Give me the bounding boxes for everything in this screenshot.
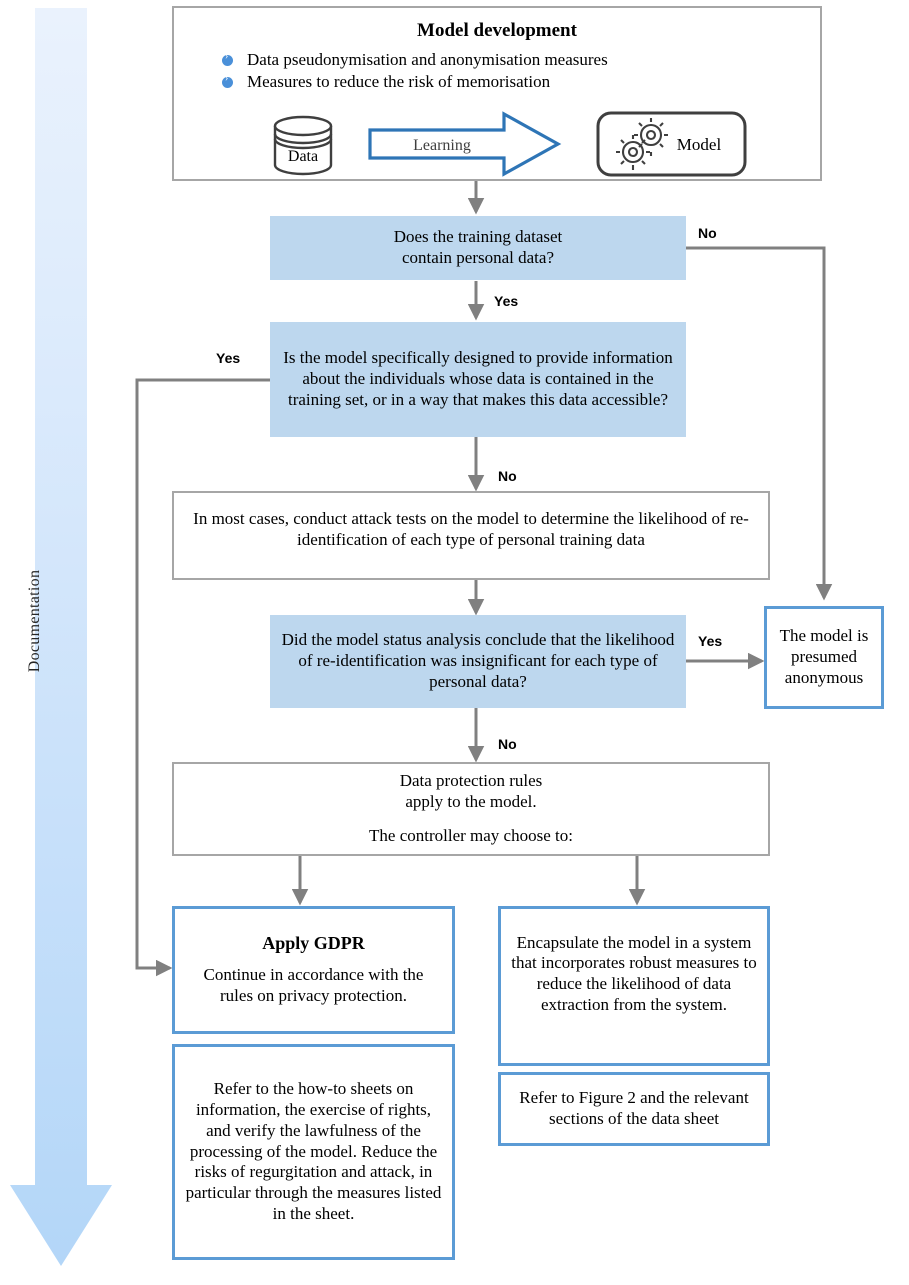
action-apply-gdpr-title: Apply GDPR bbox=[262, 933, 365, 954]
process-attack-tests[interactable]: In most cases, conduct attack tests on t… bbox=[172, 491, 770, 580]
data-label: Data bbox=[288, 148, 318, 165]
note-refer-figure2-text: Refer to Figure 2 and the relevant secti… bbox=[519, 1088, 749, 1128]
action-apply-gdpr[interactable]: Apply GDPR Continue in accordance with t… bbox=[172, 906, 455, 1034]
connector-decision2-yes-loop bbox=[135, 378, 270, 977]
outcome-model-anonymous-text: The model is presumed anonymous bbox=[779, 626, 869, 687]
decision-designed-to-provide[interactable]: Is the model specifically designed to pr… bbox=[270, 322, 686, 437]
edge-label-yes-right: Yes bbox=[698, 633, 723, 649]
edge-label-no-bottom: No bbox=[498, 736, 517, 752]
bullet-chevron-icon bbox=[222, 51, 233, 66]
decision-status-analysis-text: Did the model status analysis conclude t… bbox=[281, 630, 675, 691]
process-attack-tests-text: In most cases, conduct attack tests on t… bbox=[193, 508, 749, 549]
model-label: Model bbox=[677, 135, 722, 154]
learning-label: Learning bbox=[413, 137, 471, 154]
action-encapsulate-model[interactable]: Encapsulate the model in a system that i… bbox=[498, 906, 770, 1066]
decision-designed-to-provide-text: Is the model specifically designed to pr… bbox=[283, 348, 673, 409]
model-box bbox=[596, 111, 747, 177]
edge-label-yes-top: Yes bbox=[494, 293, 519, 309]
action-encapsulate-model-text: Encapsulate the model in a system that i… bbox=[511, 932, 757, 1014]
bullet-list: Data pseudonymisation and anonymisation … bbox=[222, 50, 820, 92]
bullet-item: Measures to reduce the risk of memorisat… bbox=[222, 72, 820, 92]
action-apply-gdpr-body: Continue in accordance with the rules on… bbox=[203, 965, 424, 1005]
decision-status-analysis[interactable]: Did the model status analysis conclude t… bbox=[270, 615, 686, 708]
documentation-arrow-label: Documentation bbox=[26, 569, 43, 673]
learning-arrow-shape bbox=[368, 111, 562, 177]
rules-apply-line1: Data protection rules bbox=[399, 770, 543, 790]
panel-title: Model development bbox=[417, 20, 577, 41]
gears-icon bbox=[616, 118, 668, 170]
note-refer-howto-sheets-text: Refer to the how-to sheets on informatio… bbox=[185, 1079, 442, 1223]
database-icon bbox=[273, 115, 333, 176]
rules-apply-line3: The controller may choose to: bbox=[369, 826, 573, 846]
bullet-chevron-icon bbox=[222, 73, 233, 88]
edge-label-no-top: No bbox=[698, 225, 717, 241]
decision-personal-data[interactable]: Does the training dataset contain person… bbox=[270, 216, 686, 280]
bullet-text: Measures to reduce the risk of memorisat… bbox=[247, 72, 551, 91]
edge-label-yes-left: Yes bbox=[216, 350, 241, 366]
decision-personal-data-text: Does the training dataset contain person… bbox=[393, 227, 563, 267]
note-refer-howto-sheets[interactable]: Refer to the how-to sheets on informatio… bbox=[172, 1044, 455, 1260]
learning-pipeline: Data Learning Model bbox=[273, 111, 747, 177]
model-development-panel: Model development Data pseudonymisation … bbox=[172, 6, 822, 181]
edge-label-no-mid: No bbox=[498, 468, 517, 484]
rules-apply-line2: apply to the model. bbox=[405, 791, 537, 811]
rules-apply-box[interactable]: Data protection rules apply to the model… bbox=[172, 762, 770, 856]
bullet-text: Data pseudonymisation and anonymisation … bbox=[247, 50, 608, 69]
note-refer-figure2[interactable]: Refer to Figure 2 and the relevant secti… bbox=[498, 1072, 770, 1146]
bullet-item: Data pseudonymisation and anonymisation … bbox=[222, 50, 820, 70]
outcome-model-anonymous[interactable]: The model is presumed anonymous bbox=[764, 606, 884, 709]
